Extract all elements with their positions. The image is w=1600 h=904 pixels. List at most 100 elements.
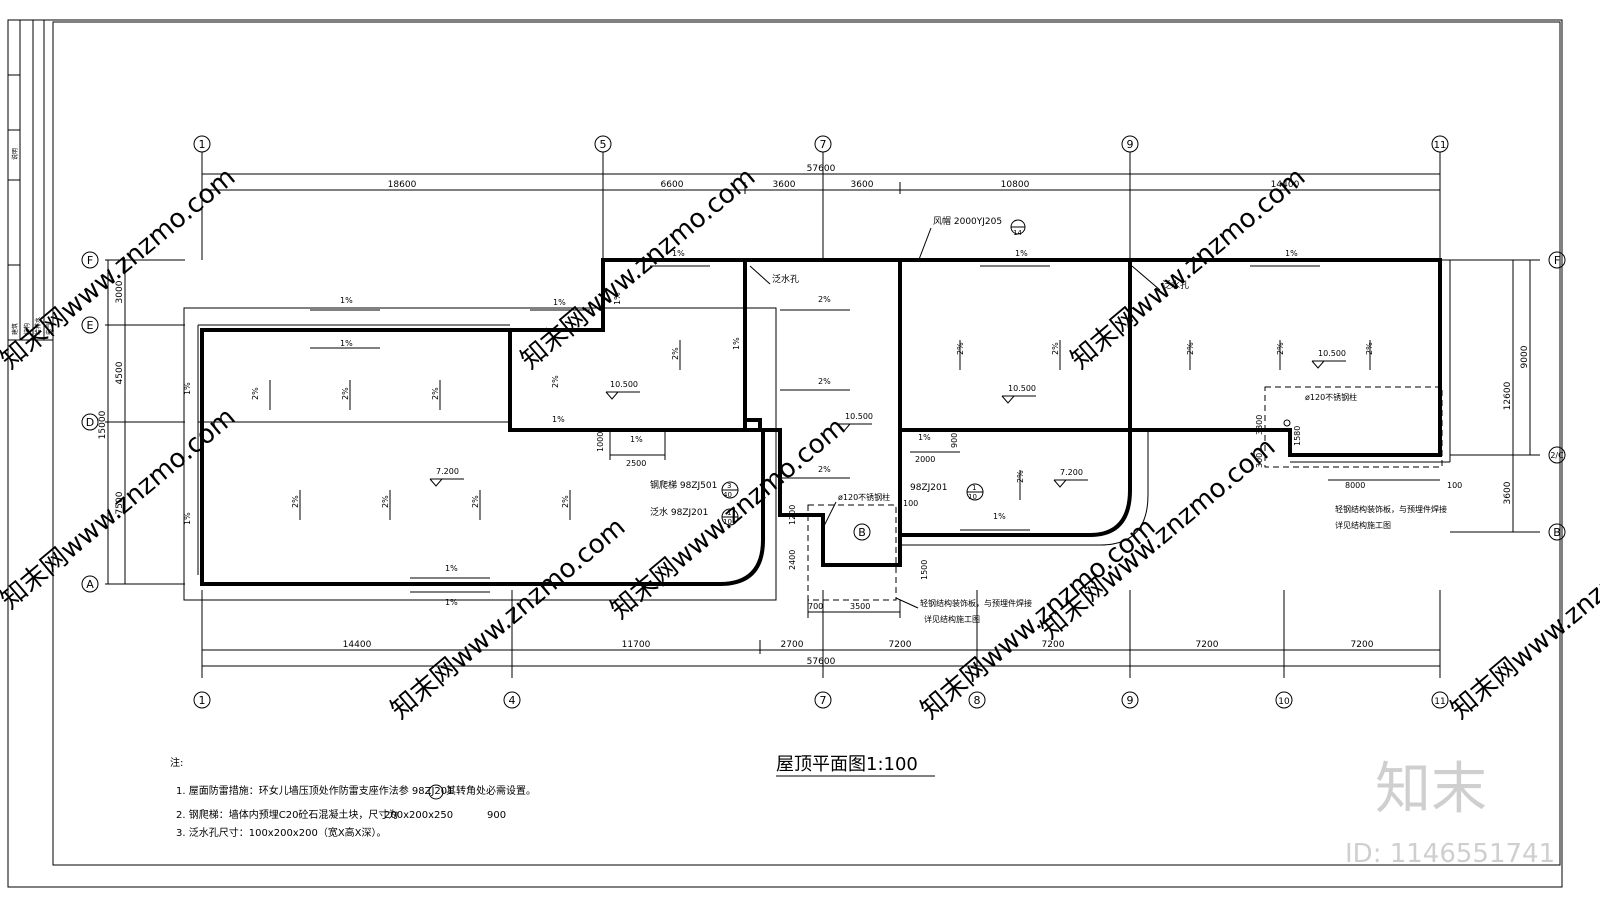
watermark-id: ID: 1146551741 <box>1345 839 1555 869</box>
inner-border <box>52 21 1561 866</box>
slope-16: 1% <box>732 337 741 350</box>
dim-left-15000: 15000 <box>98 410 108 439</box>
dim-bottom-7200c: 7200 <box>1196 640 1219 650</box>
elev-3: 10.500 <box>1008 384 1036 393</box>
axis-left-F: F <box>87 254 93 267</box>
slope-13: 1% <box>183 382 192 395</box>
dim-bottom-14400: 14400 <box>343 640 372 650</box>
deco1-line2: 详见结构施工图 <box>924 614 980 624</box>
dim-bottom-total: 57600 <box>807 657 836 667</box>
top-dimension-chain: 57600 18600 6600 3600 3600 10800 14400 <box>201 164 1441 194</box>
slope-25: 2% <box>471 495 480 508</box>
dim-100-a: 100 <box>903 499 918 508</box>
flashing2-ref-top: 1 <box>972 484 976 492</box>
slope-30: 2% <box>1051 342 1060 355</box>
bottom-dimension-chain: 14400 11700 2700 7200 7200 7200 7200 576… <box>202 640 1440 667</box>
dim-right-12600: 12600 <box>1503 381 1513 410</box>
elev-4: 10.500 <box>1318 349 1346 358</box>
slope-10: 1% <box>445 598 458 607</box>
ladder-ref-bottom: 40 <box>723 491 732 499</box>
slope-24: 2% <box>381 495 390 508</box>
note-2-size: 200x200x250 <box>384 810 453 821</box>
slope-7: 1% <box>552 415 565 424</box>
slope-3: 1% <box>553 298 566 307</box>
dim-left-3000: 3000 <box>115 280 125 303</box>
dim-1200: 1200 <box>788 505 797 525</box>
slope-9: 1% <box>445 564 458 573</box>
flashing2-label: 98ZJ201 <box>910 483 947 493</box>
ladder-ref-top: 3 <box>727 482 731 490</box>
slope-4: 1% <box>672 249 685 258</box>
overflow-label-2: 泛水孔 <box>1162 279 1189 291</box>
elev-6: 7.200 <box>1060 468 1083 477</box>
dim-bottom-7200b: 7200 <box>1042 640 1065 650</box>
slope-28: 2% <box>671 347 680 360</box>
note-3: 3. 泛水孔尺寸：100x200x200（宽X高X深）。 <box>176 826 387 839</box>
slope-2: 1% <box>340 339 353 348</box>
axis-bottom-10: 10 <box>1278 697 1290 707</box>
dim-2000: 2000 <box>915 455 935 464</box>
slope-19: 2% <box>818 465 831 474</box>
watermark-1: 知末网www.znzmo.com <box>0 162 241 375</box>
ladder-label: 钢爬梯 98ZJ501 <box>650 479 717 491</box>
dim-1580: 1580 <box>1293 426 1302 446</box>
outer-border <box>7 19 1563 888</box>
watermark-6: 知末网www.znzmo.com <box>1035 432 1281 645</box>
left-axis-labels: F E D A 15000 3000 4500 7500 <box>81 251 126 593</box>
axis-top-5: 5 <box>600 138 607 151</box>
note-2-900: 900 <box>487 810 506 821</box>
axis-left-E: E <box>87 319 94 332</box>
dim-bottom-7200d: 7200 <box>1351 640 1374 650</box>
slope-29: 2% <box>956 342 965 355</box>
slope-6: 1% <box>1285 249 1298 258</box>
slope-31: 2% <box>1186 342 1195 355</box>
deco2-line2: 详见结构施工图 <box>1335 520 1391 530</box>
roof-outline <box>183 258 1451 601</box>
dim-top-6600: 6600 <box>661 180 684 190</box>
flashing-ref-bottom: 10 <box>723 518 732 526</box>
dim-top-3600a: 3600 <box>773 180 796 190</box>
note-1-tail: 其转角处必需设置。 <box>446 784 536 797</box>
axis-left-D: D <box>86 416 94 429</box>
dim-2400: 2400 <box>788 550 797 570</box>
slope-17: 2% <box>818 295 831 304</box>
deco-plates <box>807 386 1443 601</box>
flashing-ref-top: 1 <box>727 509 731 517</box>
axis-inner-B: B <box>858 526 866 539</box>
notes-head: 注: <box>170 756 183 769</box>
axis-right-B: B <box>1553 526 1561 539</box>
slope-18: 2% <box>818 377 831 386</box>
right-axis-labels: F 2/C B 9000 12600 3600 <box>1503 251 1566 541</box>
slope-labels: 1% 1% 1% 1% 1% 1% 1% 1% 1% 1% 1% 1% 1% 1… <box>183 249 1374 607</box>
axis-left-A: A <box>86 578 94 591</box>
slope-27: 2% <box>551 375 560 388</box>
axis-right-2C: 2/C <box>1550 451 1564 460</box>
vent-ref: 14 <box>1013 229 1022 237</box>
axis-bottom-11: 11 <box>1434 697 1445 707</box>
dim-bottom-11700: 11700 <box>622 640 651 650</box>
title-block: 说明 建筑 结构 给排水 电气 <box>8 20 53 341</box>
dim-top-3600b: 3600 <box>851 180 874 190</box>
bottom-axis-labels: 1 4 7 8 9 10 11 <box>193 691 1449 709</box>
dim-left-7500: 7500 <box>115 491 125 514</box>
dim-1500: 1500 <box>920 560 929 580</box>
axis-top-1: 1 <box>199 138 206 151</box>
watermark-2: 知末网www.znzmo.com <box>515 162 761 375</box>
local-dimensions: 1000 2500 2000 900 1200 2400 1500 700 35… <box>596 415 1462 618</box>
dim-3500: 3500 <box>850 602 870 611</box>
top-axis-labels: 1 5 7 9 11 <box>193 135 1449 153</box>
slope-26: 2% <box>561 495 570 508</box>
flashing-label: 泛水 98ZJ201 <box>650 506 708 518</box>
deco2-line1: 轻钢结构装饰板，与预埋件焊接 <box>1335 504 1447 514</box>
axis-bottom-9: 9 <box>1127 694 1134 707</box>
axis-extension-lines <box>105 152 1540 678</box>
note-2: 2. 钢爬梯：墙体内预埋C20砼石混凝土块，尺寸为 <box>176 808 398 821</box>
dim-100-b: 100 <box>1447 481 1462 490</box>
slope-14: 1% <box>183 512 192 525</box>
dim-3300: 3300 <box>1255 415 1264 435</box>
deco1-line1: 轻钢结构装饰板，与预埋件焊接 <box>920 598 1032 608</box>
vent-label: 风帽 2000YJ205 <box>933 215 1002 227</box>
slope-12: 1% <box>918 433 931 442</box>
dim-top-total: 57600 <box>807 164 836 174</box>
